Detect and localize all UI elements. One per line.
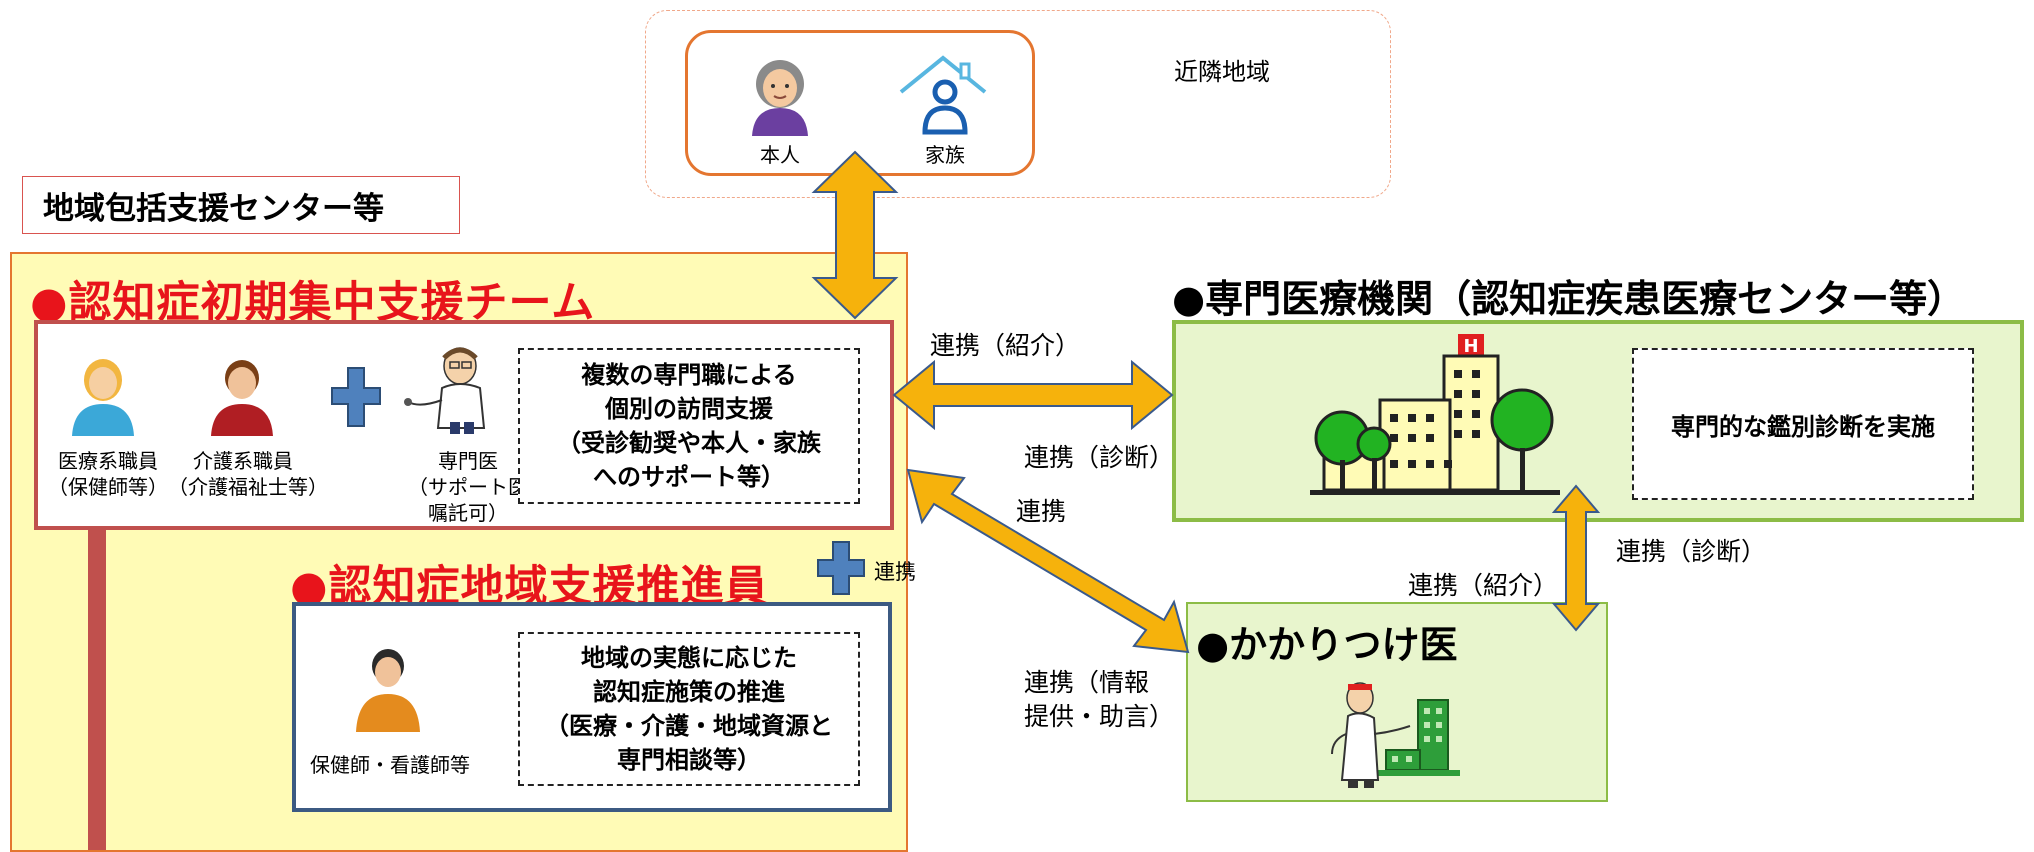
resident-group — [685, 30, 1035, 176]
medical-staff-icon — [72, 359, 134, 436]
medical-staff-label: 医療系職員 （保健師等） — [48, 449, 168, 499]
nurse-icon — [356, 649, 420, 732]
specialist-label: 専門医 （サポート医 嘱託可） — [408, 449, 528, 525]
promoter-support-box: 地域の実態に応じた 認知症施策の推進 （医療・介護・地域資源と 専門相談等） — [518, 632, 860, 786]
link-diagnosis-right: 連携（診断） — [1616, 537, 1767, 566]
diagnosis-box: 専門的な鑑別診断を実施 — [1632, 348, 1974, 500]
family-house-icon — [899, 55, 987, 135]
resident-team-arrow — [811, 150, 899, 320]
svg-text:H: H — [1463, 336, 1478, 357]
plus-icon — [331, 367, 381, 427]
link-referral-top: 連携（紹介） — [930, 331, 1081, 360]
promoter-plus-label: 連携 — [874, 560, 916, 584]
doctor-icon — [404, 347, 486, 434]
elderly-person-icon — [752, 60, 808, 136]
team-support-box: 複数の専門職による 個別の訪問支援 （受診勧奨や本人・家族 へのサポート等） — [518, 348, 860, 504]
team-gp-arrow — [906, 468, 1190, 654]
connector-bar — [88, 530, 106, 850]
person-label: 本人 — [760, 143, 800, 167]
promoter-plus-icon — [817, 541, 865, 595]
team-support-text: 複数の専門職による 個別の訪問支援 （受診勧奨や本人・家族 へのサポート等） — [557, 361, 821, 491]
link-collab: 連携 — [1016, 497, 1067, 526]
specialized-gp-arrow — [1551, 484, 1601, 632]
diagnosis-text: 専門的な鑑別診断を実施 — [1671, 412, 1935, 441]
link-diagnosis-mid: 連携（診断） — [1024, 443, 1175, 472]
nurse-label: 保健師・看護師等 — [310, 753, 470, 777]
neighborhood-label: 近隣地域 — [1174, 58, 1270, 86]
family-doctor-icon — [1331, 682, 1460, 788]
center-label: 地域包括支援センター等 — [43, 190, 384, 227]
team-specialized-arrow — [892, 359, 1174, 431]
promoter-support-text: 地域の実態に応じた 認知症施策の推進 （医療・介護・地域資源と 専門相談等） — [545, 644, 833, 774]
link-referral-right: 連携（紹介） — [1408, 571, 1559, 600]
specialized-title: ●専門医療機関（認知症疾患医療センター等） — [1172, 277, 1966, 321]
care-staff-label: 介護系職員 （介護福祉士等） — [168, 449, 328, 499]
team-title: ●認知症初期集中支援チーム — [30, 278, 596, 328]
center-label-box: 地域包括支援センター等 — [22, 176, 460, 234]
family-label: 家族 — [925, 143, 965, 167]
hospital-icon: H — [1310, 334, 1560, 495]
care-staff-icon — [211, 360, 273, 436]
link-info-advice: 連携（情報 提供・助言） — [1024, 668, 1175, 731]
gp-title: ●かかりつけ医 — [1196, 623, 1458, 667]
